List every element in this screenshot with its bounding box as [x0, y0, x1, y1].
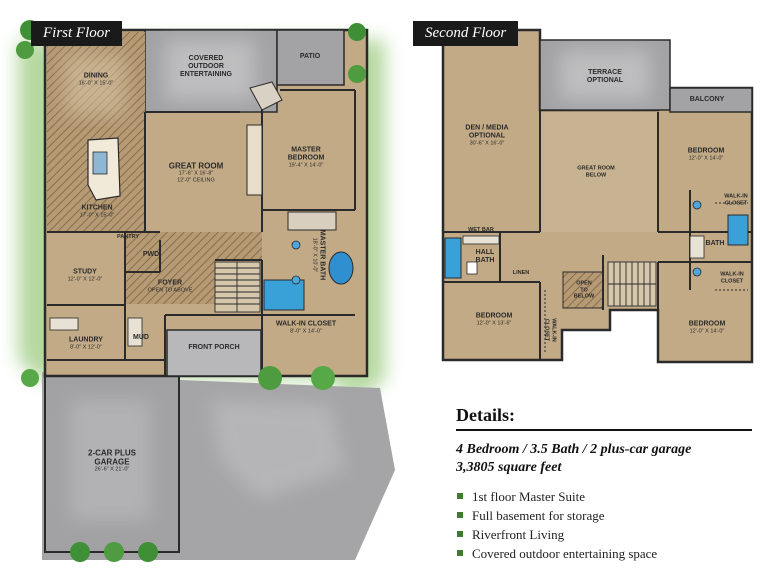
details-spec: 4 Bedroom / 3.5 Bath / 2 plus-car garage… — [456, 441, 756, 477]
list-item: Covered outdoor entertaining space — [456, 544, 756, 563]
room-terrace: TERRACE OPTIONAL — [586, 69, 624, 84]
room-walk-in-closet-2: WALK-IN CLOSET — [544, 318, 557, 342]
details-spec-line2: 3,3805 square feet — [456, 460, 562, 475]
details-spec-line1: 4 Bedroom / 3.5 Bath / 2 plus-car garage — [456, 442, 692, 457]
front-porch-area — [166, 329, 262, 377]
room-bath: BATH — [705, 240, 725, 247]
first-floor-title: First Floor — [31, 21, 123, 46]
room-patio: PATIO — [299, 53, 321, 60]
details-rule — [456, 429, 752, 431]
room-balcony: BALCONY — [689, 96, 725, 103]
first-floor-plan — [16, 20, 395, 562]
list-item: 1st floor Master Suite — [456, 487, 756, 506]
patio-area — [276, 29, 345, 86]
room-linen: LINEN — [512, 269, 530, 276]
master-tub — [328, 251, 354, 285]
details-panel: Details: 4 Bedroom / 3.5 Bath / 2 plus-c… — [456, 404, 756, 563]
list-item: Full basement for storage — [456, 506, 756, 525]
second-floor-title: Second Floor — [413, 21, 519, 46]
room-covered-outdoor: COVERED OUTDOOR ENTERTAINING — [180, 55, 232, 78]
room-walk-in-closet-1: WALK-IN CLOSET — [724, 193, 748, 207]
room-front-porch: FRONT PORCH — [188, 344, 240, 351]
kitchen-sink — [92, 151, 108, 175]
room-pantry: PANTRY — [117, 233, 139, 240]
room-great-room-below: GREAT ROOM BELOW — [577, 165, 615, 179]
list-item: Riverfront Living — [456, 525, 756, 544]
bath-shower — [727, 214, 749, 246]
shrubs — [16, 20, 366, 562]
bullet-square-icon — [457, 493, 463, 499]
details-features-list: 1st floor Master Suite Full basement for… — [456, 487, 756, 563]
foyer-floor — [125, 232, 215, 304]
bullet-square-icon — [457, 512, 463, 518]
bullet-square-icon — [457, 531, 463, 537]
room-pwd: PWD. — [142, 251, 162, 258]
room-hall-bath: HALL BATH — [475, 249, 495, 264]
details-heading: Details: — [456, 405, 515, 425]
balcony-area — [669, 87, 753, 113]
room-walk-in-closet-3: WALK-IN CLOSET — [720, 271, 744, 285]
fireplace — [246, 124, 263, 196]
second-floor-stairs — [607, 261, 657, 307]
room-wet-bar: WET BAR — [468, 226, 494, 233]
room-mud: MUD — [133, 334, 149, 341]
master-shower — [263, 279, 305, 311]
second-floor-plan — [441, 28, 754, 364]
room-open-to-below: OPEN TO BELOW — [573, 280, 595, 300]
bay-window — [249, 81, 283, 111]
bullet-square-icon — [457, 550, 463, 556]
hall-bath-tub — [444, 237, 462, 279]
first-floor-stairs — [214, 261, 261, 313]
